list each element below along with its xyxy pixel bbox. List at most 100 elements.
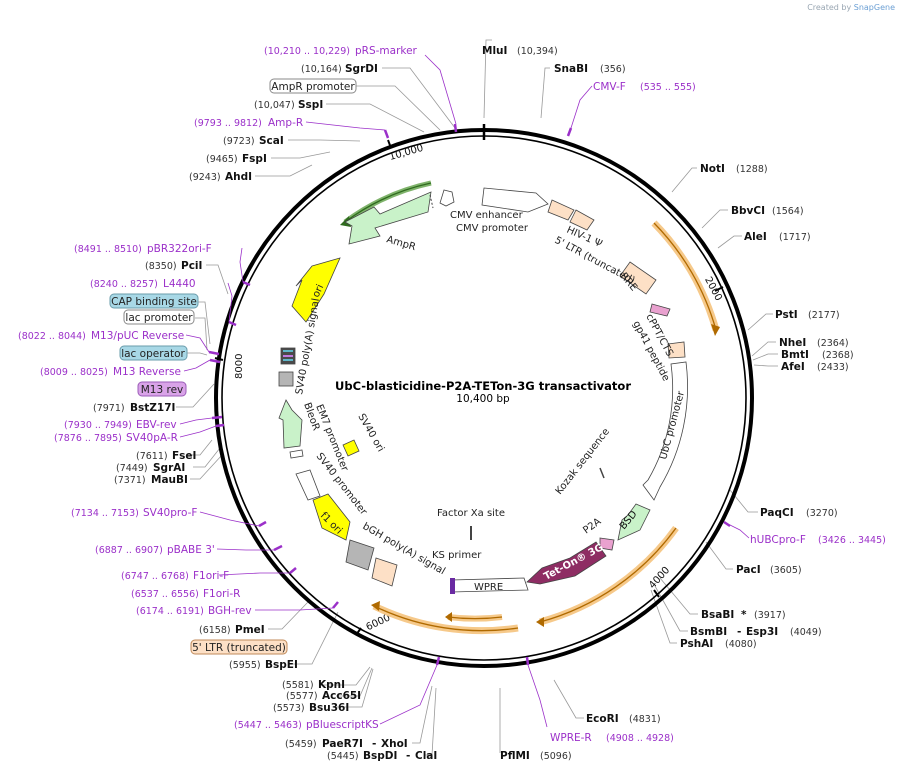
enzyme-ahdi: AhdI	[225, 171, 252, 183]
hiv-psi-box	[547, 199, 575, 221]
enzyme-bsu36i: Bsu36I	[309, 702, 349, 714]
enzyme-esp3i: Esp3I	[746, 626, 778, 638]
enzyme-bsmbi: BsmBI	[690, 626, 727, 638]
primer-range-f1ori-r: (6537 .. 6556)	[131, 589, 199, 600]
outer-feature-arc-bottom-head	[371, 601, 380, 611]
primer-cmv-f: CMV-F	[593, 81, 626, 93]
rre-box	[619, 261, 657, 295]
tick-4000: 4000	[647, 565, 672, 591]
enzyme-bsmbi-separator: -	[737, 626, 741, 638]
primer-stack-line-3	[283, 359, 293, 361]
primer-range-amp-r: (9793 .. 9812)	[194, 118, 262, 129]
ltr5-box	[569, 209, 595, 231]
f1-ori-arrow	[312, 493, 351, 541]
p2a-box	[599, 537, 615, 551]
enzyme-afei: AfeI	[781, 361, 805, 373]
enzyme-paer7i-separator: -	[372, 738, 376, 750]
cap-site-label: CAP binding site	[111, 296, 197, 308]
tick-mark-8000	[214, 357, 224, 361]
lac-operator-label: lac operator	[121, 348, 185, 360]
enzyme-psti: PstI	[775, 309, 798, 321]
label-leader-lines	[176, 39, 778, 756]
outer-feature-arc-top-line	[653, 222, 717, 331]
lac-promoter-box	[123, 309, 195, 325]
primer-prs-marker: pRS-marker	[355, 45, 418, 57]
enzyme-kpni: KpnI	[318, 679, 345, 691]
enzyme-pos-nhei: (2364)	[817, 338, 849, 349]
enzyme-pos-psti: (2177)	[808, 310, 840, 321]
cmv-enhancer-promoter-arrow	[481, 187, 549, 213]
inner-orange-arc-head	[445, 612, 452, 622]
enzyme-bspei: BspEI	[265, 659, 298, 671]
enzyme-pos-bstz17i: (7971)	[93, 403, 125, 414]
enzyme-bbvci: BbvCI	[731, 205, 765, 217]
ampr-arrow	[344, 191, 432, 245]
enzyme-pos-mlui: (10,394)	[517, 46, 558, 57]
primer-m13-reverse: M13 Reverse	[113, 366, 181, 378]
primer-f1ori-r: F1ori-R	[203, 588, 240, 600]
enzyme-pos-pmei: (6158)	[199, 625, 231, 636]
enzyme-pos-paqci: (3270)	[806, 508, 838, 519]
enzyme-pos-bbvci: (1564)	[772, 206, 804, 217]
enzyme-bmti: BmtI	[781, 349, 809, 361]
enzyme-clai: ClaI	[415, 750, 437, 762]
outer-feature-arc-right-head	[536, 617, 544, 627]
outer-feature-arc-right-line	[539, 527, 677, 623]
enzyme-paci: PacI	[736, 564, 761, 576]
primer-range-cmv-f: (535 .. 555)	[640, 82, 696, 93]
enzyme-sgrdi: SgrDI	[345, 63, 378, 75]
enzyme-pos-sspi: (10,047)	[254, 100, 295, 111]
primer-amp-r: Amp-R	[268, 117, 303, 129]
label-sv40ori: SV40 ori	[355, 412, 386, 454]
tick-mark-6000	[355, 627, 362, 636]
enzyme-nhei: NheI	[779, 337, 806, 349]
sv40pa-grey-box	[278, 371, 294, 387]
primer-range-m13-reverse: (8009 .. 8025)	[40, 367, 108, 378]
enzyme-pos-fsei: (7611)	[136, 451, 168, 462]
kozak-marker	[599, 467, 605, 479]
bleor-arrow	[278, 399, 303, 449]
primer-range-pbluescriptks: (5447 .. 5463)	[234, 720, 302, 731]
enzyme-pos-bspdi: (5445)	[327, 751, 359, 762]
ampr-promoter-arrow	[439, 189, 455, 207]
primer-range-pbabe3: (6887 .. 6907)	[95, 545, 163, 556]
label-kozak: Kozak sequence	[554, 426, 612, 496]
ampr-promoter-box-label	[269, 78, 357, 94]
enzyme-pos-acc65i: (5577)	[286, 691, 318, 702]
enzyme-fspi: FspI	[242, 153, 267, 165]
enzyme-pos-sgrai: (7449)	[116, 463, 148, 474]
enzyme-pos-bsmbi: (4049)	[790, 627, 822, 638]
enzyme-noti: NotI	[700, 163, 725, 175]
enzyme-pos-bsu36i: (5573)	[273, 703, 305, 714]
enzyme-acc65i: Acc65I	[322, 690, 361, 702]
ampr-outer-arc-line	[344, 182, 432, 223]
enzyme-pos-afei: (2433)	[817, 362, 849, 373]
primer-range-ebv-rev: (7930 .. 7949)	[64, 420, 132, 431]
outer-feature-arc-bottom-line	[373, 605, 519, 632]
enzyme-pos-paci: (3605)	[770, 565, 802, 576]
lac-promoter-label: lac promoter	[125, 312, 193, 324]
enzyme-ecori: EcoRI	[586, 713, 619, 725]
ltr-trunc-label: 5' LTR (truncated)	[192, 642, 286, 654]
enzyme-pos-scai: (9723)	[223, 136, 255, 147]
label-ori: ori	[311, 283, 326, 299]
snapgene-brand: SnapGene	[853, 3, 895, 12]
primer-markers	[208, 123, 731, 666]
label-factor-xa: Factor Xa site	[437, 508, 505, 519]
enzyme-scai: ScaI	[259, 135, 284, 147]
m13-rev-label: M13 rev	[141, 384, 184, 396]
bgh-box	[371, 557, 398, 587]
enzyme-bstz17i: BstZ17I	[130, 402, 175, 414]
tick-mark-2000	[714, 286, 724, 292]
tick-8000: 8000	[234, 354, 245, 379]
primer-ebv-rev: EBV-rev	[136, 419, 177, 431]
ltr-trunc-box	[190, 639, 288, 655]
enzyme-pos-bspei: (5955)	[229, 660, 261, 671]
ubc-promoter-arrow	[642, 361, 688, 501]
primer-f1ori-f: F1ori-F	[193, 570, 229, 582]
primer-leader-lines	[179, 54, 750, 728]
primer-pbr322ori-f: pBR322ori-F	[147, 243, 212, 255]
lac-operator-box	[119, 345, 188, 361]
tick-mark-4000	[653, 589, 660, 598]
